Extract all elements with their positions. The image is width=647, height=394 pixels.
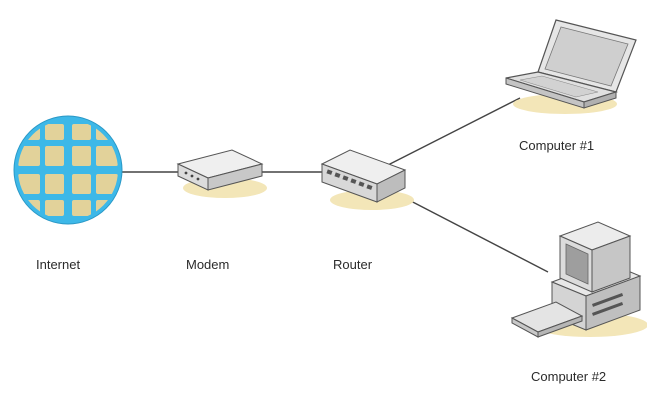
router-label: Router (333, 257, 373, 272)
globe-icon (13, 115, 123, 225)
computer1-label: Computer #1 (519, 138, 595, 153)
desktop-computer-icon (510, 221, 647, 338)
connections (120, 97, 549, 273)
internet-label: Internet (36, 257, 81, 272)
modem-label: Modem (186, 257, 230, 272)
modem-icon (176, 149, 267, 198)
computer2-label: Computer #2 (531, 369, 607, 384)
router-icon (320, 149, 414, 210)
link-router-computer2 (404, 197, 549, 273)
link-router-computer1 (387, 97, 521, 166)
laptop-icon (505, 19, 637, 114)
